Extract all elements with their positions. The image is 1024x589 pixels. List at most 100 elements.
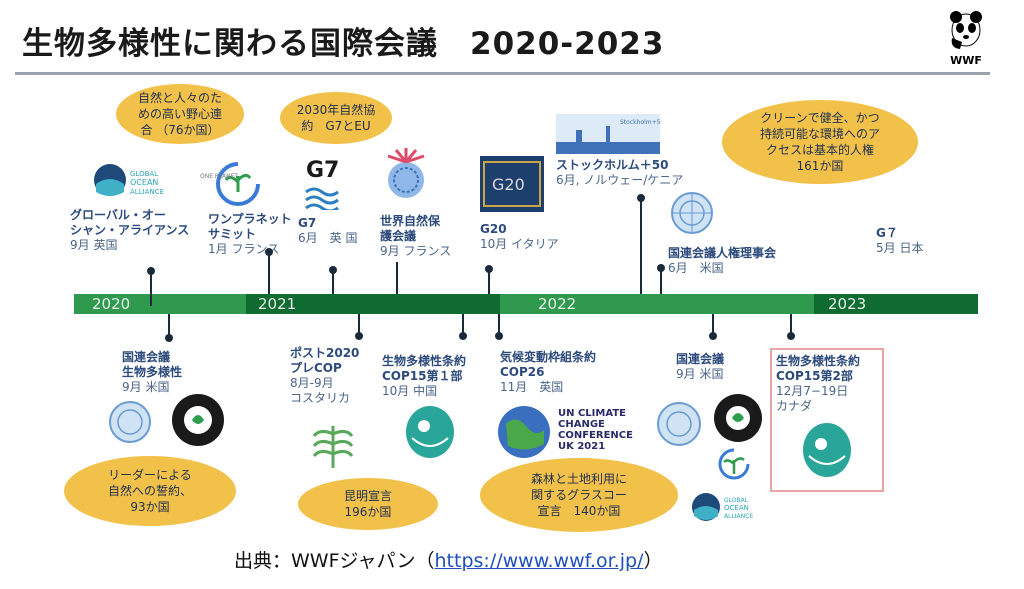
event-g20: G20 10月 イタリア [480, 222, 559, 252]
earth-icon [498, 406, 550, 458]
event-dot [637, 194, 645, 202]
year-label-2022: 2022 [538, 295, 577, 313]
global-ocean-alliance-logo: GLOBAL OCEAN ALLIANCE [692, 493, 753, 521]
event-name: G20 [480, 222, 507, 236]
leaders-pledge-logo [172, 394, 224, 446]
leaf-icon [312, 426, 354, 468]
cop26-unfccc-logo: UN CLIMATE CHANGE CONFERENCE UK 2021 [558, 408, 633, 452]
event-dot [355, 332, 363, 340]
event-dot [329, 266, 337, 274]
panda-icon [950, 11, 982, 49]
event-un-biodiversity-summit: 国連会議 生物多様性 9月 米国 [122, 350, 182, 395]
connector [150, 274, 152, 306]
source-caption: 出典：WWFジャパン（https://www.wwf.or.jp/） [234, 546, 662, 573]
event-global-ocean-alliance: グローバル・オー シャン・アライアンス 9月 英国 [70, 208, 189, 253]
year-label-2023: 2023 [828, 295, 867, 313]
event-dot [165, 334, 173, 342]
year-label-2020: 2020 [92, 295, 131, 313]
speech-bubble-leaders-pledge: リーダーによる 自然への誓約、 93か国 [64, 456, 236, 526]
event-date: 8月-9月 コスタリカ [290, 376, 351, 405]
svg-text:G20: G20 [492, 175, 525, 194]
event-stockholm-50: ストックホルム＋50 6月, ノルウェー/ケニア [556, 158, 683, 188]
event-dot [265, 248, 273, 256]
svg-text:ALLIANCE: ALLIANCE [724, 513, 753, 520]
event-date: 6月, ノルウェー/ケニア [556, 173, 684, 187]
event-name: 世界自然保 護会議 [380, 214, 441, 243]
event-name: ポスト2020 プレCOP [290, 346, 360, 375]
svg-text:OCEAN: OCEAN [724, 504, 749, 512]
wwf-logo: WWF [944, 10, 988, 67]
slide-frame: 生物多様性に関わる国際会議 2020-2023 WWF 2020 2021 20… [15, 10, 990, 532]
connector [488, 272, 490, 294]
connector [790, 314, 792, 334]
event-date: 9月 フランス [380, 244, 452, 258]
svg-text:ALLIANCE: ALLIANCE [130, 188, 164, 196]
connector [358, 314, 360, 334]
global-ocean-alliance-logo: GLOBAL OCEAN ALLIANCE [94, 164, 164, 196]
event-name: ワンプラネット サミット [208, 212, 292, 241]
svg-text:ONE PLANET: ONE PLANET [200, 173, 238, 180]
event-one-planet-summit: ワンプラネット サミット 1月 フランス [208, 212, 292, 257]
svg-text:Stockholm+50: Stockholm+50 [620, 119, 660, 126]
speech-bubble-kunming-declaration: 昆明宣言 196か国 [298, 478, 438, 530]
event-iucn-congress: 世界自然保 護会議 9月 フランス [380, 214, 451, 259]
event-name: 生物多様性条約 COP15第１部 [382, 354, 467, 383]
event-date: 10月 イタリア [480, 237, 559, 251]
event-name: 気候変動枠組条約 COP26 [500, 350, 597, 379]
event-post-2020-pre-cop: ポスト2020 プレCOP 8月-9月 コスタリカ [290, 346, 359, 406]
title-divider [15, 72, 990, 75]
connector [640, 200, 642, 294]
timeline-bar-2020 [74, 294, 246, 314]
g20-logo: G20 [480, 156, 544, 212]
speech-bubble-glasgow-declaration: 森林と土地利用に 関するグラスコー 宣言 140か国 [480, 458, 678, 532]
event-dot [485, 265, 493, 273]
event-date: 6月 英 国 [298, 231, 358, 245]
event-cop15-part2: 生物多様性条約 COP15第2部 12月7−19日 カナダ [776, 354, 860, 414]
event-un-human-rights-council: 国連会議人権理事会 6月 米国 [668, 246, 776, 276]
event-dot [709, 332, 717, 340]
event-date: 9月 米国 [122, 380, 170, 394]
g7-logo: G7 [306, 158, 340, 183]
cop15-logo [406, 406, 454, 458]
event-date: 9月 英国 [70, 238, 118, 252]
one-planet-summit-logo: ONE PLANET [200, 162, 260, 206]
event-date: 10月 中国 [382, 384, 438, 398]
connector [498, 314, 500, 334]
timeline-bar-2021 [246, 294, 500, 314]
event-name: ストックホルム＋50 [556, 158, 669, 172]
event-name: 国連会議 生物多様性 [122, 350, 183, 379]
cop15-part2-highlight [770, 348, 884, 492]
source-link[interactable]: https://www.wwf.or.jp/ [434, 550, 644, 572]
event-date: 11月 英国 [500, 380, 564, 394]
one-planet-summit-logo [718, 448, 750, 480]
wwf-wordmark: WWF [950, 54, 982, 67]
connector [268, 252, 270, 294]
un-emblem-icon [657, 402, 701, 446]
event-dot [495, 332, 503, 340]
event-date: 12月7−19日 カナダ [776, 384, 849, 413]
event-name: 国連会議 [676, 352, 725, 366]
connector [712, 314, 714, 334]
event-date: 5月 日本 [876, 241, 924, 255]
connector [462, 314, 464, 334]
speech-bubble-high-ambition-coalition: 自然と人々のた めの高い野心連 合 （76か国） [116, 84, 244, 144]
connector [660, 270, 662, 294]
event-date: 6月 米国 [668, 261, 724, 275]
connector [168, 314, 170, 336]
event-name: 生物多様性条約 COP15第2部 [776, 354, 861, 383]
event-cop26: 気候変動枠組条約 COP26 11月 英国 [500, 350, 596, 395]
stockholm-50-image: Stockholm+50 [556, 114, 660, 154]
event-cop15-part1: 生物多様性条約 COP15第１部 10月 中国 [382, 354, 466, 399]
event-dot [459, 332, 467, 340]
event-date: 9月 米国 [676, 367, 724, 381]
event-date: 1月 フランス [208, 242, 280, 256]
event-dot [787, 332, 795, 340]
caption-prefix: 出典：WWFジャパン（ [234, 550, 435, 572]
timeline-bar-2022 [500, 294, 814, 314]
timeline-bar-2023 [814, 294, 978, 314]
un-emblem-icon [671, 192, 713, 234]
event-g7-2023: G７ 5月 日本 [876, 226, 923, 256]
svg-text:GLOBAL: GLOBAL [130, 170, 158, 178]
svg-text:OCEAN: OCEAN [130, 178, 158, 187]
event-name: 国連会議人権理事会 [668, 246, 777, 260]
